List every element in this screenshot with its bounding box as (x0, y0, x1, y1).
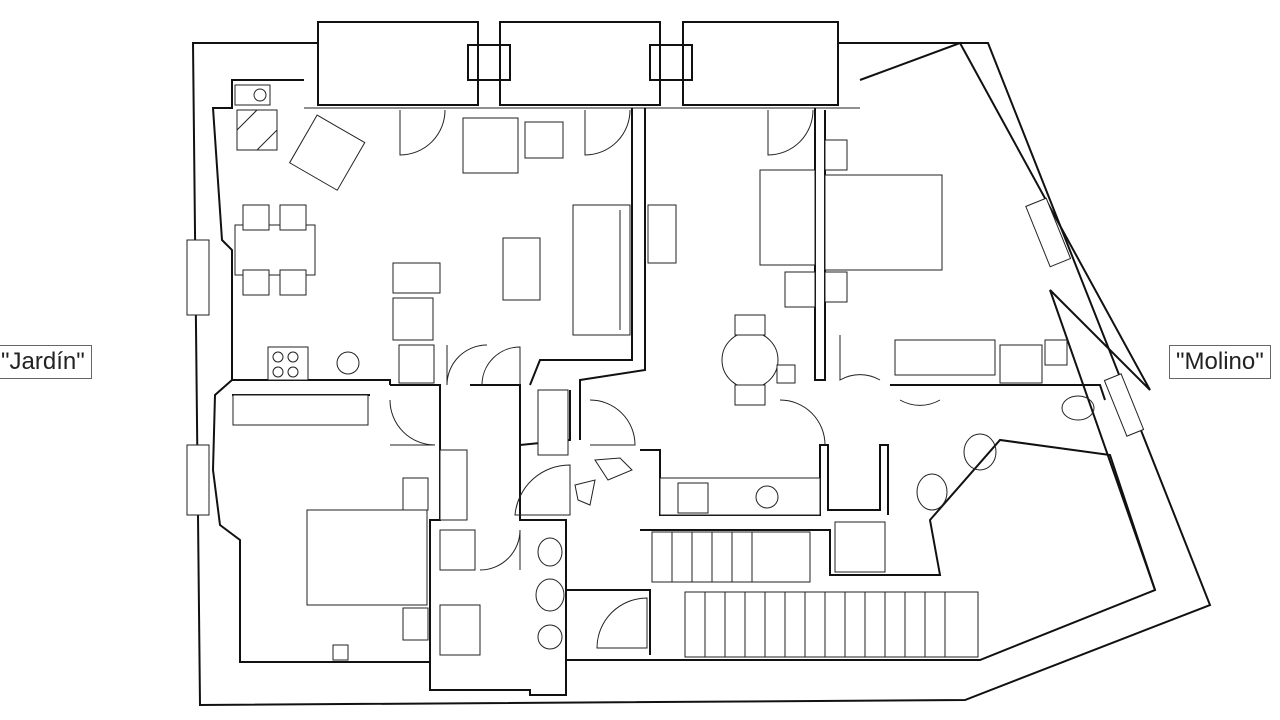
doors (389, 109, 941, 649)
balcony-bays (304, 21, 860, 109)
furniture (232, 84, 1095, 661)
garden-side-label: "Jardín" (0, 345, 92, 379)
windows (186, 197, 1145, 516)
mill-side-label: "Molino" (1169, 345, 1271, 379)
stairs (651, 531, 979, 658)
